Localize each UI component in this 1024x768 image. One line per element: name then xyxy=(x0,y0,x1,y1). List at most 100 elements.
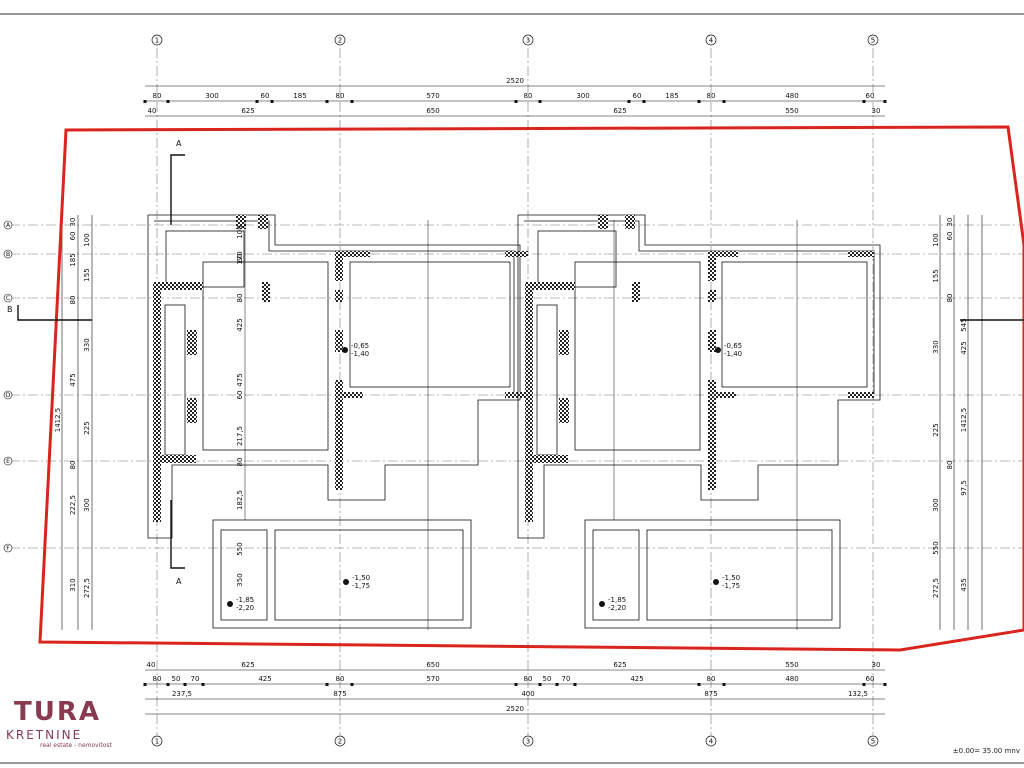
dimension-label: 170 xyxy=(236,251,244,264)
dimension-label: 625 xyxy=(241,107,254,115)
dimension-label: 875 xyxy=(333,690,346,698)
dimension-label: 272,5 xyxy=(932,578,940,598)
elevation-note: ±0.00= 35.00 mnv xyxy=(952,747,1020,755)
dimension-label: 570 xyxy=(426,675,439,683)
dimension-tick xyxy=(183,683,187,686)
logo-wordmark: TURA xyxy=(14,697,101,727)
dimension-label: 570 xyxy=(426,92,439,100)
dimension-label: 222,5 xyxy=(69,495,77,515)
grid-col-label: 4 xyxy=(709,37,714,45)
dimension-label: 300 xyxy=(83,498,91,511)
dimension-label: 350 xyxy=(236,573,244,586)
dimension-tick xyxy=(325,683,329,686)
grid-row-label: F xyxy=(6,545,10,552)
level-label: -1,40 xyxy=(351,350,369,358)
dimension-tick xyxy=(538,683,542,686)
dimension-label: 40 xyxy=(147,661,156,669)
dimension-label: 30 xyxy=(872,107,881,115)
level-label: -1,50 xyxy=(352,574,370,582)
dimension-label: 80 xyxy=(524,675,533,683)
grid-column-markers-top: 1 2 3 4 5 xyxy=(151,34,879,46)
dimension-label: 300 xyxy=(932,498,940,511)
dimension-label: 60 xyxy=(69,232,77,241)
level-marker-icon xyxy=(599,601,605,607)
left-dimensions xyxy=(61,215,93,630)
unit-left-walls xyxy=(153,215,528,522)
dimension-tick xyxy=(883,100,887,103)
section-label: B xyxy=(7,305,13,314)
dimension-label: 300 xyxy=(205,92,218,100)
dimension-label: 425 xyxy=(960,341,968,354)
dimension-label: 60 xyxy=(866,675,875,683)
dimension-tick xyxy=(883,683,887,686)
dimension-label: 50 xyxy=(543,675,552,683)
dimension-label: 475 xyxy=(236,373,244,386)
dimension-label: 30 xyxy=(69,218,77,227)
dimension-label: 100 xyxy=(83,233,91,246)
level-marker-icon xyxy=(227,601,233,607)
logo-tagline: real estate - nemovitost xyxy=(40,742,112,749)
dimension-label: 155 xyxy=(83,268,91,281)
dimension-label: 225 xyxy=(83,421,91,434)
dimension-tick xyxy=(573,683,577,686)
dimension-label: 185 xyxy=(665,92,678,100)
dimension-label: 550 xyxy=(785,107,798,115)
dimension-label: 425 xyxy=(236,318,244,331)
dimension-label: 70 xyxy=(562,675,571,683)
dimension-label: 60 xyxy=(236,254,244,263)
dimension-tick xyxy=(270,100,274,103)
dimension-label: 80 xyxy=(336,92,345,100)
dimension-label: 132,5 xyxy=(848,690,868,698)
dimension-label: 60 xyxy=(633,92,642,100)
dimension-tick xyxy=(325,100,329,103)
dimension-label: 60 xyxy=(946,232,954,241)
level-label: -1,85 xyxy=(608,596,626,604)
grid-row-label: D xyxy=(6,392,11,399)
dimension-label: 425 xyxy=(258,675,271,683)
dimension-tick xyxy=(697,683,701,686)
level-label: -1,85 xyxy=(236,596,254,604)
dimension-label: 625 xyxy=(613,107,626,115)
dimension-label: 300 xyxy=(576,92,589,100)
site-boundary xyxy=(38,125,1024,652)
logo-subtitle: KRETNINE xyxy=(6,728,83,742)
dimension-tick xyxy=(538,100,542,103)
grid-col-label: 5 xyxy=(871,738,875,746)
level-label: -1,75 xyxy=(352,582,370,590)
dimension-label: 550 xyxy=(785,661,798,669)
dimension-tick xyxy=(350,683,354,686)
level-label: -1,40 xyxy=(724,350,742,358)
dimension-label: 650 xyxy=(426,107,439,115)
dimension-label: 435 xyxy=(960,578,968,591)
dimension-label: 60 xyxy=(261,92,270,100)
level-label: -1,75 xyxy=(722,582,740,590)
grid-column-markers-bottom: 1 2 3 4 5 xyxy=(151,735,879,747)
grid-row-label: E xyxy=(6,458,10,465)
dimension-tick xyxy=(201,683,205,686)
dimension-label: 550 xyxy=(932,541,940,554)
dimension-label: 475 xyxy=(69,373,77,386)
dimension-label: 80 xyxy=(946,461,954,470)
dimension-label: 80 xyxy=(236,458,244,467)
grid-row-label: C xyxy=(6,295,10,302)
grid-col-label: 3 xyxy=(526,738,530,746)
dimension-label: 272,5 xyxy=(83,578,91,598)
dimension-label: 225 xyxy=(932,423,940,436)
dimension-label: 100 xyxy=(932,233,940,246)
dimension-label: 875 xyxy=(704,690,717,698)
dimension-tick xyxy=(166,683,170,686)
dimension-label: 185 xyxy=(293,92,306,100)
dimension-label: 97,5 xyxy=(960,480,968,496)
level-label: -0,65 xyxy=(724,342,742,350)
dimension-label: 330 xyxy=(932,340,940,353)
level-marker-icon xyxy=(342,347,348,353)
unit-left xyxy=(147,214,521,629)
dimension-label: 80 xyxy=(69,296,77,305)
grid-row-markers-left: A B C D E F xyxy=(3,220,13,553)
dimension-label: 1412,5 xyxy=(54,408,62,433)
grid-col-label: 1 xyxy=(155,37,159,45)
